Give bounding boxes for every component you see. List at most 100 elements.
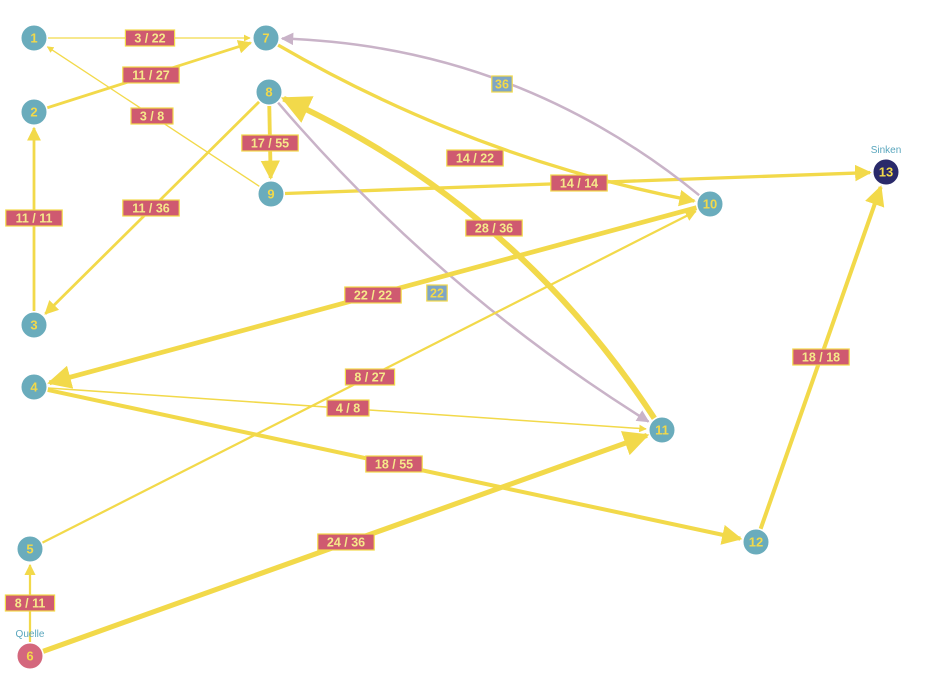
node-circle[interactable]	[742, 528, 770, 556]
node-8[interactable]: 8	[255, 78, 283, 106]
node-5[interactable]: 5	[16, 535, 44, 563]
node-circle[interactable]	[20, 98, 48, 126]
edge-label-box	[792, 348, 850, 366]
node-4[interactable]: 4	[20, 373, 48, 401]
edge-label-text: 8 / 11	[15, 597, 46, 611]
edge-label-box	[130, 107, 174, 125]
node-label: 5	[26, 542, 33, 557]
node-circle[interactable]	[872, 158, 900, 186]
node-circle[interactable]	[648, 416, 676, 444]
node-circle[interactable]	[20, 24, 48, 52]
edge-label-box	[326, 399, 370, 417]
node-label: 11	[655, 423, 669, 438]
node-circle[interactable]	[257, 180, 285, 208]
node-label: 13	[879, 165, 893, 180]
edge-label-text: 22 / 22	[354, 289, 392, 303]
edge-label-box	[122, 66, 180, 84]
role-label-source: Quelle	[16, 629, 45, 640]
edge-label-8-11: 22	[426, 284, 448, 302]
node-circle[interactable]	[20, 373, 48, 401]
node-circle[interactable]	[696, 190, 724, 218]
edge-label-box	[4, 594, 56, 612]
edge-label-text: 17 / 55	[251, 137, 289, 151]
edge-label-text: 11 / 27	[132, 69, 170, 83]
role-label-sink: Sinken	[871, 145, 902, 156]
edge-label-4-11: 4 / 8	[326, 399, 370, 417]
edge-label-12-13: 18 / 18	[792, 348, 850, 366]
edge-label-2-7: 11 / 27	[122, 66, 180, 84]
edge-label-box	[426, 284, 448, 302]
edge-label-text: 36	[495, 78, 509, 92]
edge-label-text: 24 / 36	[327, 536, 365, 550]
edge-label-text: 22	[430, 287, 444, 301]
edge-label-box	[344, 286, 402, 304]
edge-label-box	[124, 29, 176, 47]
node-label: 4	[30, 380, 38, 395]
edge-10-7	[280, 32, 700, 197]
node-13[interactable]: 13 Sinken	[871, 145, 902, 186]
node-circle[interactable]	[255, 78, 283, 106]
edge-11-8	[280, 95, 657, 420]
edge-label-4-12: 18 / 55	[365, 455, 423, 473]
edge-label-box	[491, 75, 513, 93]
edge-label-box	[122, 199, 180, 217]
edge-label-text: 11 / 36	[132, 202, 170, 216]
node-7[interactable]: 7	[252, 24, 280, 52]
edge-8-11	[277, 101, 650, 423]
edge-label-text: 14 / 22	[456, 152, 494, 166]
node-label: 8	[265, 85, 272, 100]
node-11[interactable]: 11	[648, 416, 676, 444]
edge-label-box	[344, 368, 396, 386]
node-12[interactable]: 12	[742, 528, 770, 556]
edge-label-text: 4 / 8	[336, 402, 360, 416]
node-10[interactable]: 10	[696, 190, 724, 218]
node-label: 9	[267, 187, 274, 202]
edge-label-text: 3 / 8	[140, 110, 164, 124]
edge-label-3-2: 11 / 11	[5, 209, 63, 227]
edge-label-text: 18 / 55	[375, 458, 413, 472]
edge-label-box	[5, 209, 63, 227]
node-circle[interactable]	[16, 535, 44, 563]
edge-7-10	[277, 43, 696, 207]
edge-label-text: 11 / 11	[16, 212, 53, 226]
node-circle[interactable]	[16, 642, 44, 670]
edges	[24, 32, 885, 654]
edge-labels: 3 / 22 11 / 27 3 / 8 11 / 11 11 / 36 17 / 55 1…	[4, 29, 850, 612]
edge-label-6-5: 8 / 11	[4, 594, 56, 612]
edge-label-10-7: 36	[491, 75, 513, 93]
node-label: 1	[30, 31, 37, 46]
edge-label-box	[550, 174, 608, 192]
node-6[interactable]: 6 Quelle	[16, 629, 45, 670]
node-9[interactable]: 9	[257, 180, 285, 208]
edge-label-text: 28 / 36	[475, 222, 513, 236]
edge-label-8-9: 17 / 55	[241, 134, 299, 152]
edge-label-text: 8 / 27	[354, 371, 385, 385]
node-label: 7	[262, 31, 269, 46]
node-label: 2	[30, 105, 37, 120]
node-3[interactable]: 3	[20, 311, 48, 339]
edge-label-5-10: 8 / 27	[344, 368, 396, 386]
node-1[interactable]: 1	[20, 24, 48, 52]
node-label: 6	[26, 649, 33, 664]
edge-label-text: 3 / 22	[134, 32, 165, 46]
edge-label-9-1: 3 / 8	[130, 107, 174, 125]
edge-label-box	[317, 533, 375, 551]
edge-label-text: 18 / 18	[802, 351, 840, 365]
edge-label-10-4: 22 / 22	[344, 286, 402, 304]
edge-label-11-8: 28 / 36	[465, 219, 523, 237]
edge-label-box	[241, 134, 299, 152]
node-label: 12	[749, 535, 763, 550]
edge-label-box	[465, 219, 523, 237]
edge-label-7-10: 14 / 22	[446, 149, 504, 167]
node-circle[interactable]	[252, 24, 280, 52]
edge-label-box	[365, 455, 423, 473]
node-label: 10	[703, 197, 717, 212]
node-2[interactable]: 2	[20, 98, 48, 126]
edge-label-9-13: 14 / 14	[550, 174, 608, 192]
edge-label-1-7: 3 / 22	[124, 29, 176, 47]
node-circle[interactable]	[20, 311, 48, 339]
edge-label-text: 14 / 14	[560, 177, 598, 191]
node-label: 3	[30, 318, 37, 333]
